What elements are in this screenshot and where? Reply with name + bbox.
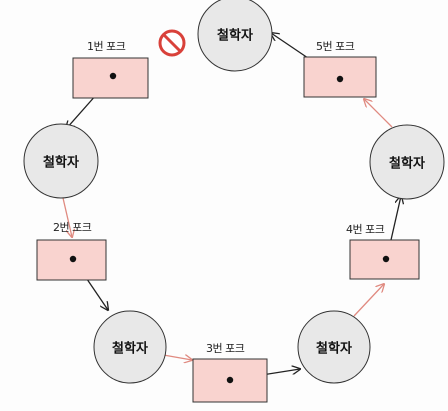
- fork-3-label: 3번 포크: [206, 342, 245, 355]
- philosopher-1-label: 철학자: [217, 28, 253, 44]
- philosopher-2-label: 철학자: [43, 155, 79, 171]
- fork-5-dot: [336, 75, 344, 83]
- philosopher-2: [23, 123, 99, 199]
- philosopher-1: [197, 0, 273, 72]
- waiting-arrow-p5-f5: [364, 99, 393, 128]
- fork-4-dot: [382, 255, 390, 263]
- fork-5-label: 5번 포크: [316, 40, 355, 53]
- philosopher-5-label: 철학자: [389, 156, 425, 172]
- fork-5: [303, 56, 377, 98]
- fork-2-dot: [69, 255, 77, 263]
- fork-1-label: 1번 포크: [87, 40, 126, 53]
- prohibited-icon: [158, 29, 186, 57]
- fork-1-dot: [109, 72, 117, 80]
- fork-3-dot: [226, 376, 234, 384]
- philosopher-3-label: 철학자: [112, 341, 148, 357]
- waiting-arrow-p2-f2: [62, 197, 72, 237]
- philosopher-5: [369, 124, 445, 200]
- fork-2-label: 2번 포크: [53, 221, 92, 234]
- fork-4-label: 4번 포크: [346, 223, 385, 236]
- waiting-arrow-p4-f4: [353, 284, 384, 317]
- philosopher-3: [93, 310, 167, 384]
- fork-3: [192, 358, 268, 403]
- philosopher-4-label: 철학자: [316, 341, 352, 357]
- philosopher-4: [297, 310, 371, 384]
- fork-1: [72, 57, 149, 99]
